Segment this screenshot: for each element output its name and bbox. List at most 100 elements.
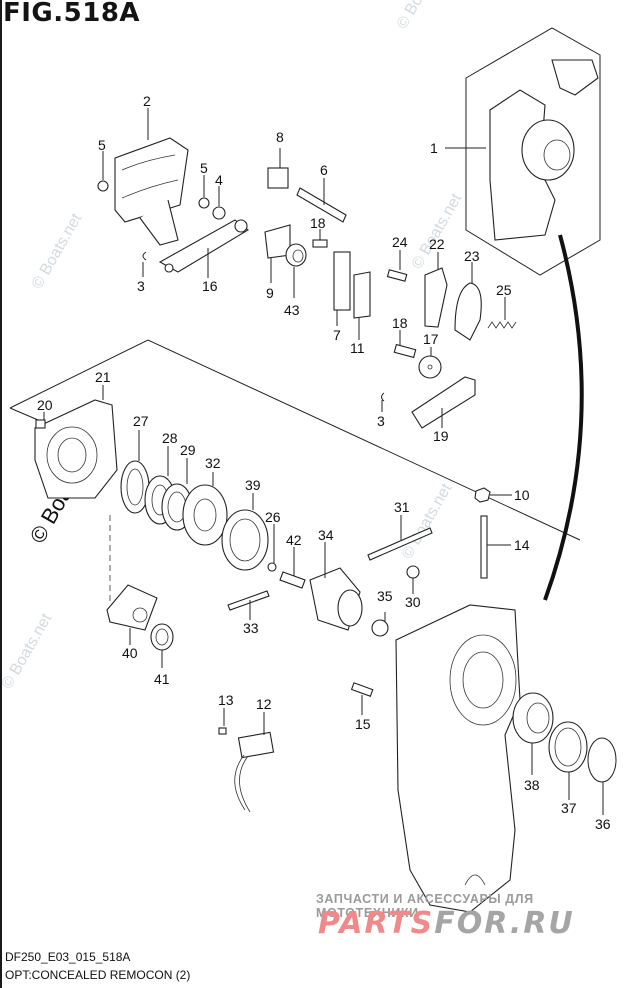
callout-16: 16 xyxy=(202,278,218,294)
callout-22: 22 xyxy=(429,236,445,252)
shop-logo-part1: PARTS xyxy=(318,906,435,941)
watermark-boats: © Boats.net xyxy=(0,610,56,692)
callout-38: 38 xyxy=(524,777,540,793)
part-43-bushing xyxy=(285,243,307,298)
callout-18b: 18 xyxy=(392,315,408,331)
part-22-detent-plate xyxy=(424,252,448,328)
figure-caption: OPT:CONCEALED REMOCON (2) xyxy=(5,968,191,982)
part-24-screw xyxy=(386,250,408,282)
callout-40: 40 xyxy=(122,645,138,661)
callout-6: 6 xyxy=(320,162,328,178)
callout-26: 26 xyxy=(265,509,281,525)
part-10-nut xyxy=(474,487,512,503)
part-20-screw xyxy=(35,412,46,429)
watermark-boats: © Boats.net xyxy=(409,190,466,272)
callout-17: 17 xyxy=(423,331,439,347)
shop-tagline-watermark: ЗАПЧАСТИ И АКСЕССУАРЫ ДЛЯ МОТОТЕХНИКИ xyxy=(316,892,534,920)
part-25-spring xyxy=(487,297,517,329)
assembly-frame xyxy=(9,27,601,601)
shop-logo-watermark: PARTSFOR.RU xyxy=(318,906,575,941)
part-11-plate xyxy=(353,271,371,340)
part-17-washer xyxy=(418,347,442,379)
callout-14: 14 xyxy=(514,537,530,553)
callout-11: 11 xyxy=(350,340,365,356)
callout-3b: 3 xyxy=(377,413,385,429)
part-5-bushing-right xyxy=(198,175,210,209)
part-32-gear-plate xyxy=(182,472,228,546)
callout-42: 42 xyxy=(286,532,302,548)
part-18-screw-mid xyxy=(393,330,417,359)
main-housing xyxy=(395,604,521,913)
callout-28: 28 xyxy=(162,430,178,446)
frame-corner xyxy=(9,407,39,421)
watermark-boats: © Boats.net xyxy=(29,210,86,292)
callout-13: 13 xyxy=(218,692,234,708)
part-36-circlip xyxy=(587,737,617,815)
callout-32: 32 xyxy=(205,455,221,471)
callout-25: 25 xyxy=(496,282,512,298)
callout-30: 30 xyxy=(405,594,421,610)
callout-43: 43 xyxy=(284,302,300,318)
part-34-gear xyxy=(309,542,363,631)
part-31-pin xyxy=(367,515,433,561)
part-3-clip-left xyxy=(142,251,147,277)
part-40-holder xyxy=(106,515,158,645)
part-27-spring xyxy=(120,430,150,514)
callout-5b: 5 xyxy=(200,160,208,176)
part-7-bracket xyxy=(333,251,351,326)
callout-1: 1 xyxy=(430,140,438,156)
callout-41: 41 xyxy=(154,671,170,687)
callout-20: 20 xyxy=(37,397,53,413)
part-4-washer xyxy=(212,186,226,220)
part-39-washer xyxy=(221,493,269,571)
part-3-clip-right xyxy=(381,392,385,412)
callout-31: 31 xyxy=(394,499,410,515)
part-42-pin xyxy=(279,547,306,589)
part-38-bushing xyxy=(512,692,554,775)
part-13-screw xyxy=(218,708,227,735)
callout-15: 15 xyxy=(355,716,371,732)
part-23-detent-plate xyxy=(454,262,482,341)
part-16-lever xyxy=(158,219,249,278)
part-12-switch xyxy=(234,712,275,813)
part-18-screw-top xyxy=(312,229,328,248)
callout-29: 29 xyxy=(180,442,196,458)
callout-9: 9 xyxy=(266,285,274,301)
shop-logo-part2: FOR.RU xyxy=(434,906,575,941)
part-19-link-arm xyxy=(411,376,476,429)
callout-23: 23 xyxy=(464,248,480,264)
callout-34: 34 xyxy=(318,527,334,543)
callout-3a: 3 xyxy=(137,278,145,294)
watermark-boats: © Boats.net xyxy=(394,0,451,32)
callout-35: 35 xyxy=(377,588,393,604)
part-14-stud-bolt xyxy=(480,515,511,579)
callout-36: 36 xyxy=(595,816,611,832)
part-15-screw xyxy=(350,682,374,715)
callout-2: 2 xyxy=(143,93,151,109)
part-26-screw xyxy=(267,524,277,572)
part-8-block xyxy=(267,148,289,189)
part-30-ball xyxy=(406,565,420,594)
callout-19: 19 xyxy=(433,428,449,444)
callout-18a: 18 xyxy=(310,215,326,231)
callout-10: 10 xyxy=(514,487,530,503)
callout-33: 33 xyxy=(243,620,259,636)
part-5-bushing-left xyxy=(97,151,109,192)
callout-37: 37 xyxy=(561,800,577,816)
callout-39: 39 xyxy=(245,477,261,493)
callout-4: 4 xyxy=(215,172,223,188)
figure-code: DF250_E03_015_518A xyxy=(5,950,131,964)
callout-12: 12 xyxy=(256,696,272,712)
callout-21: 21 xyxy=(95,369,111,385)
inset-frame-1 xyxy=(465,27,601,276)
part-35-bushing xyxy=(371,612,389,637)
assembly-arrow xyxy=(543,234,584,601)
subassembly-frame xyxy=(9,339,581,541)
part-21-cover-plate xyxy=(34,385,118,499)
part-6-shaft xyxy=(296,178,347,223)
callout-24: 24 xyxy=(392,234,408,250)
callout-7: 7 xyxy=(333,327,341,343)
watermark-boats: © Boats.net xyxy=(399,480,456,562)
figure-title: FIG.518A xyxy=(3,0,141,28)
